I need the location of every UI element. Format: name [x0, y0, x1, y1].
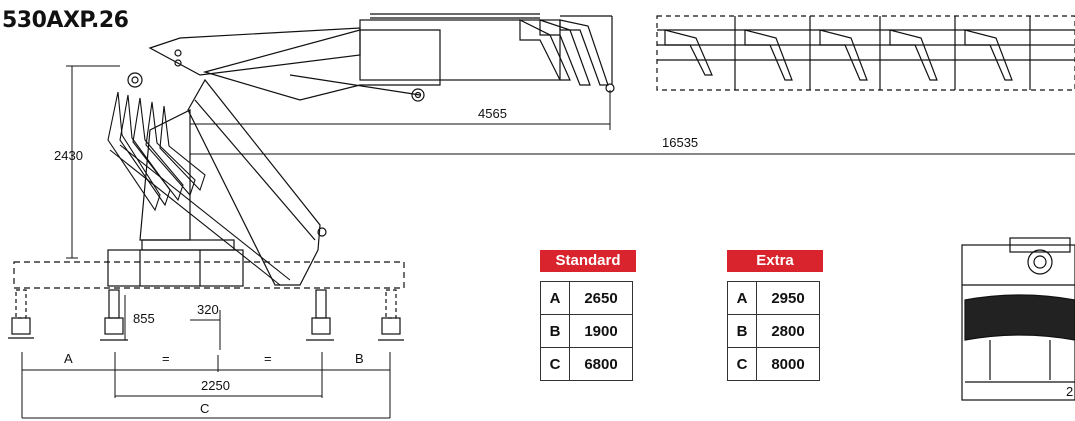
crane-column — [127, 72, 327, 286]
row-value: 2800 — [756, 314, 820, 348]
extended-boom — [148, 13, 615, 102]
table-row: B 2800 — [727, 314, 820, 348]
dim-label-c: C — [200, 401, 209, 416]
row-value: 2650 — [569, 281, 633, 315]
table-row: C 8000 — [727, 347, 820, 381]
standard-table-header: Standard — [540, 250, 636, 272]
dim-16535: 16535 — [662, 135, 698, 150]
row-key: A — [727, 281, 757, 315]
dimension-lines — [21, 65, 1075, 419]
table-row: C 6800 — [540, 347, 633, 381]
dim-855: 855 — [133, 311, 155, 326]
extra-table: A 2950 B 2800 C 8000 — [727, 281, 820, 381]
row-value: 2950 — [756, 281, 820, 315]
table-row: A 2650 — [540, 281, 633, 315]
row-value: 6800 — [569, 347, 633, 381]
dim-equal-left: = — [162, 351, 170, 366]
row-key: C — [727, 347, 757, 381]
dim-label-a: A — [64, 351, 73, 366]
row-key: B — [540, 314, 570, 348]
side-view-drawing — [961, 237, 1075, 401]
row-value: 8000 — [756, 347, 820, 381]
row-value: 1900 — [569, 314, 633, 348]
outrigger-legs — [8, 289, 404, 341]
row-key: A — [540, 281, 570, 315]
extra-table-header: Extra — [727, 250, 823, 272]
folded-boom-sections — [107, 91, 291, 286]
dim-label-b: B — [355, 351, 364, 366]
row-key: C — [540, 347, 570, 381]
standard-table: A 2650 B 1900 C 6800 — [540, 281, 633, 381]
dim-4565: 4565 — [478, 106, 507, 121]
table-row: A 2950 — [727, 281, 820, 315]
boom-extensions — [656, 15, 1075, 91]
dim-2250: 2250 — [201, 378, 230, 393]
table-row: B 1900 — [540, 314, 633, 348]
dim-320: 320 — [197, 302, 219, 317]
dim-equal-right: = — [264, 351, 272, 366]
dim-2430: 2430 — [54, 148, 83, 163]
row-key: B — [727, 314, 757, 348]
dim-partial-right: 2 — [1066, 384, 1073, 399]
model-title: 530AXP.26 — [2, 8, 129, 33]
